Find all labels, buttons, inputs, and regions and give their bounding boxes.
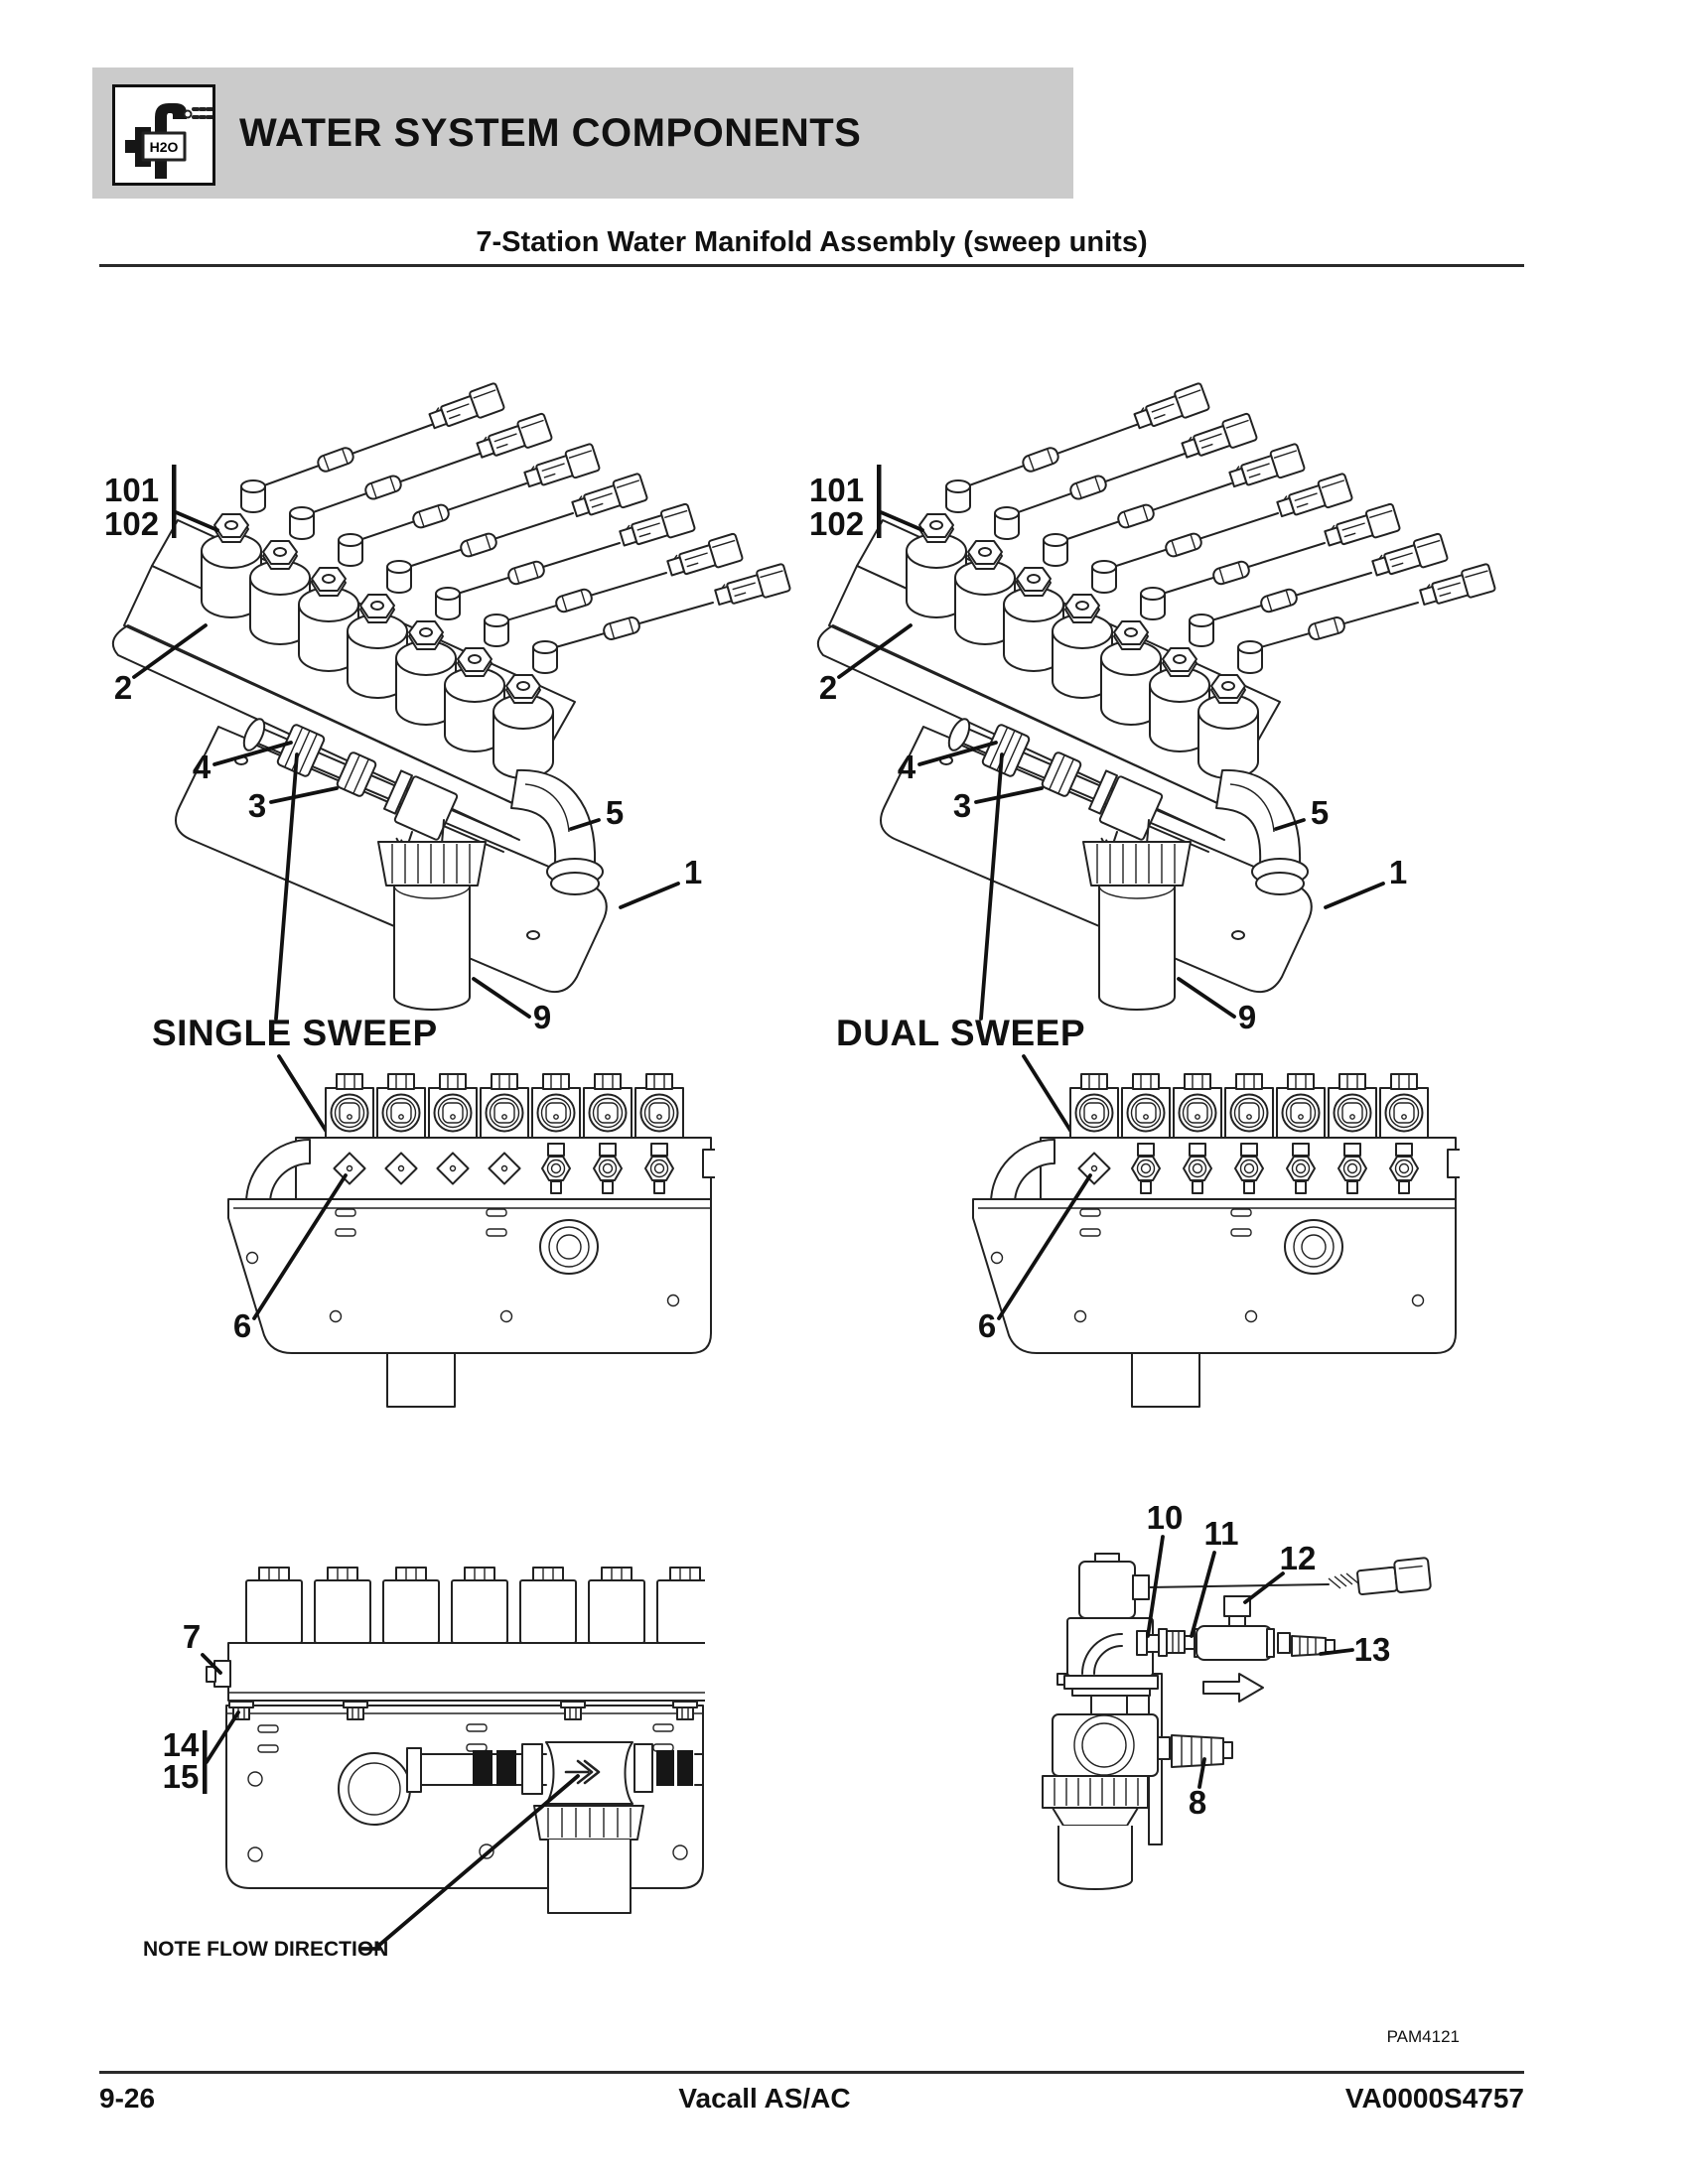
dual-sweep-caption: DUAL SWEEP: [836, 1013, 1086, 1053]
water-spray: [192, 107, 213, 119]
callout-6: 6: [978, 1307, 996, 1344]
leader-11: [1190, 1551, 1216, 1638]
spout-opening: [183, 109, 193, 119]
leader-5: [569, 818, 601, 831]
inlet-loop: [338, 1752, 411, 1826]
strainer-nut: [533, 1805, 644, 1841]
callout-9: 9: [533, 999, 551, 1035]
water-system-icon: H2O: [112, 84, 215, 186]
flow-direction-note: NOTE FLOW DIRECTION: [143, 1938, 388, 1961]
footer-page-number: 9-26: [99, 2083, 156, 2114]
leader-9: [1177, 977, 1236, 1019]
footer-doc-number: VA0000S4757: [1344, 2083, 1524, 2114]
single-sweep-caption: SINGLE SWEEP: [152, 1013, 438, 1053]
callout-4: 4: [193, 749, 211, 785]
h2o-label: H2O: [150, 139, 179, 155]
leader-9: [472, 977, 531, 1019]
callout-14: 14: [163, 1726, 200, 1763]
strainer-bowl: [1057, 1826, 1133, 1890]
leader-4: [212, 741, 293, 766]
callout-1: 1: [1389, 854, 1407, 890]
solenoid-coil: [1078, 1561, 1136, 1619]
leader-8: [1197, 1757, 1206, 1789]
leader-6: [252, 1173, 348, 1320]
callout-101: 101: [809, 472, 864, 508]
solenoid-wire: [1148, 1583, 1330, 1588]
leader-3: [269, 786, 339, 804]
callout-2: 2: [114, 669, 132, 706]
fitting-11: [1166, 1630, 1186, 1654]
callout-13: 13: [1354, 1631, 1391, 1668]
fitting-7: [213, 1660, 231, 1688]
callout-12: 12: [1280, 1540, 1317, 1576]
flange-tab: [125, 140, 137, 153]
callout-101: 101: [104, 472, 159, 508]
callout-bracket: [877, 465, 882, 538]
callout-1: 1: [684, 854, 702, 890]
leader-101-102: [879, 510, 924, 532]
drawing-reference: PAM4121: [1386, 2027, 1460, 2046]
leader-5: [1274, 818, 1306, 831]
leader-13: [1319, 1648, 1354, 1656]
callout-2: 2: [819, 669, 837, 706]
callout-5: 5: [606, 794, 624, 831]
leader-6: [997, 1173, 1092, 1320]
dual-sweep-exploded-diagram: 101 102 2 4 3 5 1 9: [809, 276, 1524, 1035]
leader-101-102: [174, 510, 219, 532]
callout-3: 3: [953, 787, 971, 824]
h2o-label-box: [141, 131, 187, 162]
strainer-nut: [1042, 1775, 1149, 1809]
page-title: WATER SYSTEM COMPONENTS: [239, 110, 862, 155]
leader-1: [1324, 882, 1385, 909]
callout-15: 15: [163, 1758, 200, 1795]
dual-sweep-callouts: 101 102 2 4 3 5 1 9: [809, 465, 1407, 1035]
callout-4: 4: [898, 749, 916, 785]
flow-direction-arrow: [1202, 1673, 1264, 1703]
leader-caption: [979, 752, 1004, 1021]
callout-11: 11: [1204, 1515, 1239, 1552]
leader-7: [201, 1653, 222, 1675]
leader-10: [1146, 1535, 1165, 1638]
leader-2: [837, 623, 913, 679]
h2o-faucet-icon: H2O: [125, 103, 213, 179]
callout-102: 102: [104, 505, 159, 542]
callout-bracket: [172, 465, 177, 538]
manifold-rear-view: 7 14 15 NOTE FLOW DIRECTION: [143, 1567, 705, 1961]
single-sweep-front-view: 6: [159, 1054, 715, 1420]
wire-connector: [1356, 1557, 1432, 1596]
callout-102: 102: [809, 505, 864, 542]
single-sweep-callouts: 101 102 2 4 3 5 1 9: [104, 465, 702, 1035]
leader-4: [917, 741, 998, 766]
strainer-bowl: [547, 1840, 632, 1914]
title-rule: [99, 264, 1524, 267]
callout-10: 10: [1147, 1499, 1184, 1536]
leader-2: [132, 623, 208, 679]
flow-arrow: [564, 1759, 601, 1785]
leader-caption: [274, 752, 299, 1021]
dual-sweep-front-view: 6: [904, 1054, 1460, 1420]
fitting-10: [1136, 1630, 1148, 1656]
callout-9: 9: [1238, 999, 1256, 1035]
leader-flow-note: [359, 1774, 580, 1951]
callout-3: 3: [248, 787, 266, 824]
callout-7: 7: [183, 1618, 201, 1655]
leader-12: [1243, 1571, 1285, 1604]
leader-14-15: [205, 1710, 240, 1764]
figure-title: 7-Station Water Manifold Assembly (sweep…: [476, 226, 1148, 258]
footer-model: Vacall AS/AC: [678, 2083, 851, 2114]
callout-5: 5: [1311, 794, 1329, 831]
solenoid-valve-assembly: 10 11 12 13 8: [1042, 1499, 1432, 1890]
check-valve-12: [1196, 1625, 1273, 1661]
single-sweep-exploded-diagram: 101 102 2 4 3 5 1 9: [104, 276, 819, 1035]
hose-barb-8: [1171, 1734, 1224, 1768]
leader-3: [974, 786, 1044, 804]
manifold-bar: [227, 1642, 705, 1702]
callout-8: 8: [1189, 1784, 1206, 1821]
header-banner: H2O WATER SYSTEM COMPONENTS: [92, 68, 1073, 199]
footer-rule: [99, 2071, 1524, 2074]
leader-1: [619, 882, 680, 909]
callout-6: 6: [233, 1307, 251, 1344]
